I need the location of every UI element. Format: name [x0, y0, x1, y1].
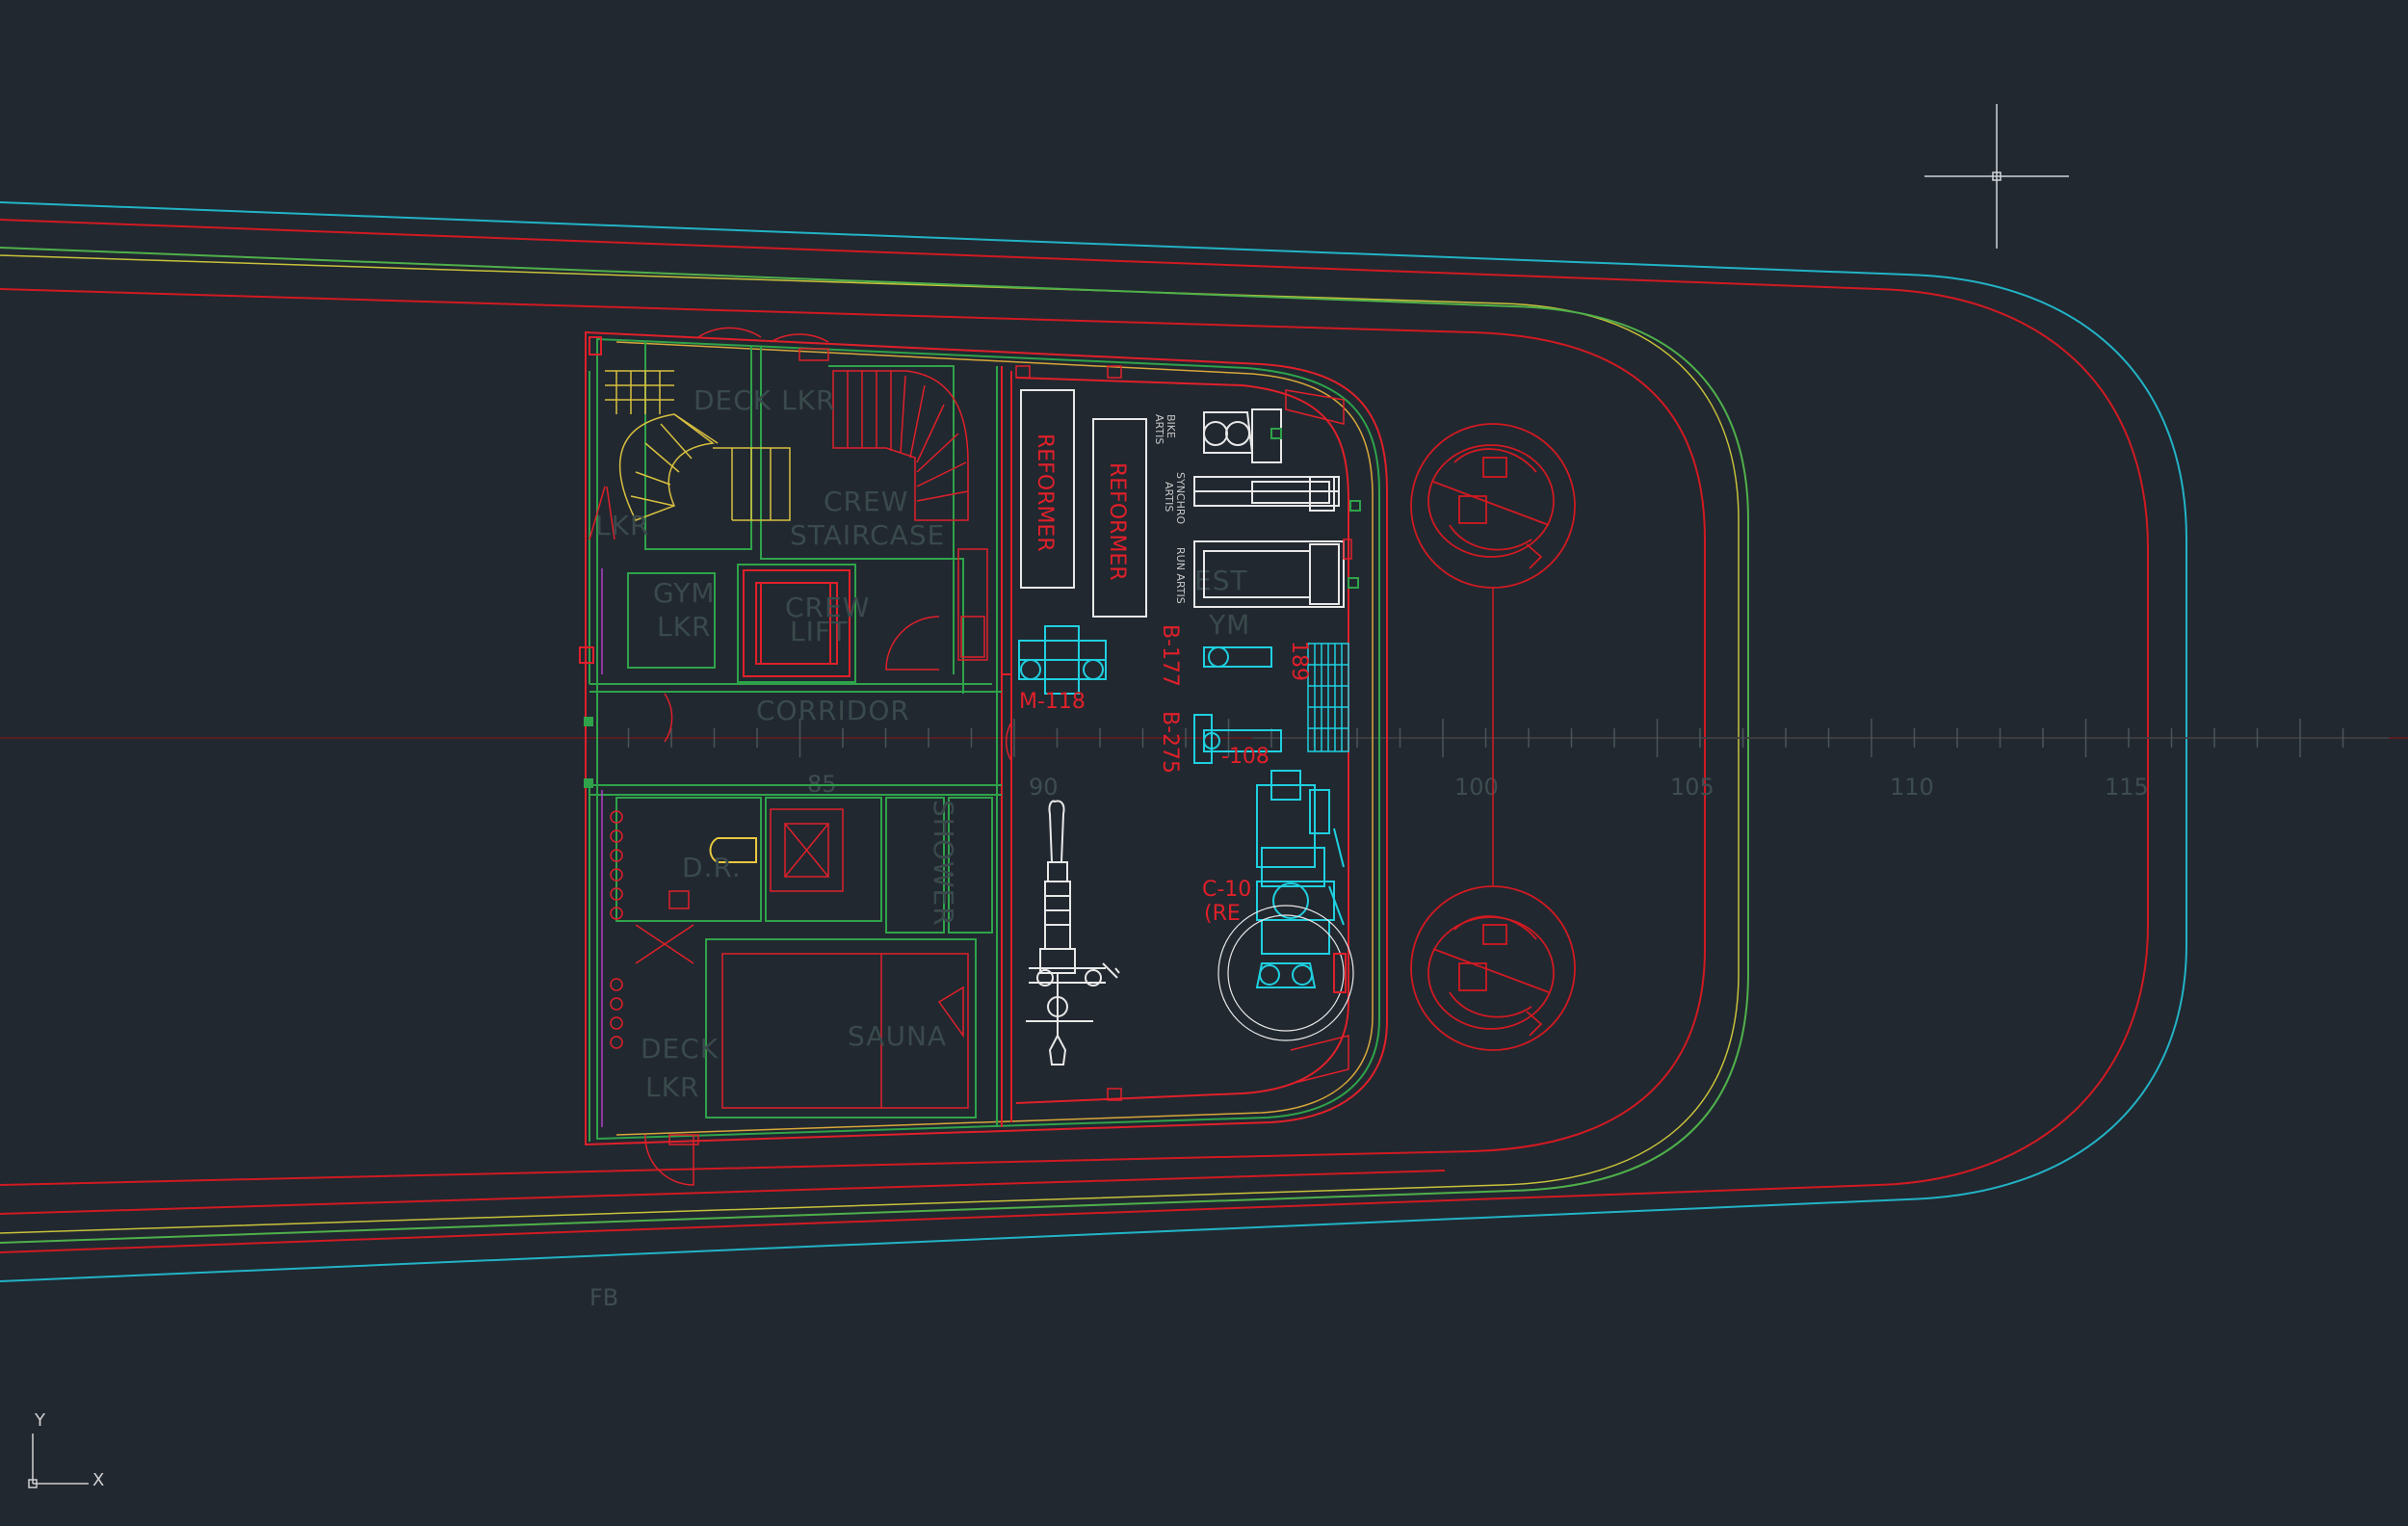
crosshair-cursor [1924, 104, 2069, 249]
functional-trainer[interactable] [1026, 800, 1120, 1066]
synchro-artis-label-1: SYNCHRO [1174, 472, 1187, 525]
b177-machine[interactable] [1203, 646, 1272, 668]
hull-outline-red-inner [0, 288, 1706, 1186]
room-label-crew-lift-2: LIFT [790, 616, 849, 647]
room-label-gym-lkr-1: GYM [653, 577, 716, 609]
locker-circle [610, 907, 623, 920]
room-label-gym-est: EST [1194, 565, 1248, 596]
locker-circle [610, 887, 623, 901]
run-artis[interactable] [1193, 540, 1345, 608]
locker-circle [610, 978, 623, 991]
locker-circle [610, 829, 623, 843]
frame-label-105: 105 [1670, 774, 1714, 801]
bike-artis-label-1: BIKE [1165, 414, 1177, 438]
anchor-lower [1410, 885, 1576, 1051]
synchro-artis[interactable] [1193, 476, 1340, 512]
locker-circle [610, 810, 623, 824]
hull-outline-yellow [0, 254, 1740, 1234]
reformer-1[interactable] [1020, 389, 1075, 589]
reformer-1-label: REFORMER [1033, 434, 1057, 552]
m118-machine[interactable] [1018, 625, 1107, 695]
locker-circle [610, 1036, 623, 1049]
frame-label-115: 115 [2105, 774, 2149, 801]
b275-label: B-275 [1158, 711, 1182, 774]
frame-label-90: 90 [1029, 774, 1059, 801]
room-label-crew-staircase-1: CREW [824, 486, 908, 517]
room-label-deck-lkr-bottom-2: LKR [645, 1071, 699, 1103]
frame-label-110: 110 [1890, 774, 1934, 801]
circle-trainer[interactable] [1217, 905, 1354, 1041]
hull-outline-green [0, 247, 1749, 1244]
room-label-shower: SHOWER [928, 800, 959, 927]
synchro-artis-label-2: ARTIS [1163, 482, 1175, 512]
locker-circle [610, 997, 623, 1011]
frame-label-100: 100 [1454, 774, 1499, 801]
run-artis-label: RUN ARTIS [1174, 547, 1187, 604]
room-label-corridor: CORRIDOR [756, 695, 910, 726]
anchor-upper [1410, 423, 1576, 589]
bike-artis[interactable] [1203, 408, 1282, 463]
hull-outline-red-lower [0, 1170, 1446, 1215]
room-label-dr: D.R. [682, 852, 742, 883]
room-label-deck-lkr-bottom-1: DECK [641, 1033, 719, 1065]
deckhouse-walls [585, 330, 1388, 1146]
hull-outline-cyan [0, 201, 2187, 1282]
hull-outlines [0, 201, 2187, 1282]
locker-circle [610, 849, 623, 862]
re-label: (RE [1204, 902, 1241, 926]
room-label-crew-lift-1: CREW [785, 592, 870, 623]
reformer-2-label: REFORMER [1105, 462, 1129, 581]
ucs-icon [28, 1434, 89, 1488]
hull-outline-red-outer [0, 219, 2149, 1253]
b177-label: B-177 [1158, 624, 1182, 687]
ucs-y-label: Y [34, 1410, 46, 1431]
locker-circle [610, 1016, 623, 1030]
ucs-x-label: X [92, 1470, 104, 1490]
b275-machine[interactable] [1193, 714, 1282, 764]
room-label-deck-lkr-top: DECK LKR [694, 384, 835, 416]
c10-machines[interactable] [1256, 770, 1345, 955]
m118-label: M-118 [1019, 690, 1086, 714]
left-rooms [579, 327, 1012, 1186]
fb-label: FB [589, 1284, 618, 1311]
bike-artis-label-2: ARTIS [1153, 414, 1165, 444]
rack-189[interactable] [1307, 643, 1349, 752]
reformer-2[interactable] [1092, 418, 1147, 618]
b189-label: 189 [1287, 641, 1311, 681]
b108-label: -108 [1221, 745, 1269, 769]
room-label-lkr: LKR [595, 510, 649, 541]
room-label-crew-staircase-2: STAIRCASE [790, 519, 945, 551]
room-label-gym-ym: YM [1208, 609, 1250, 641]
c10-label: C-10 [1202, 878, 1251, 902]
room-label-gym-lkr-2: LKR [657, 611, 711, 643]
room-label-sauna: SAUNA [848, 1020, 947, 1052]
locker-circle [610, 868, 623, 881]
